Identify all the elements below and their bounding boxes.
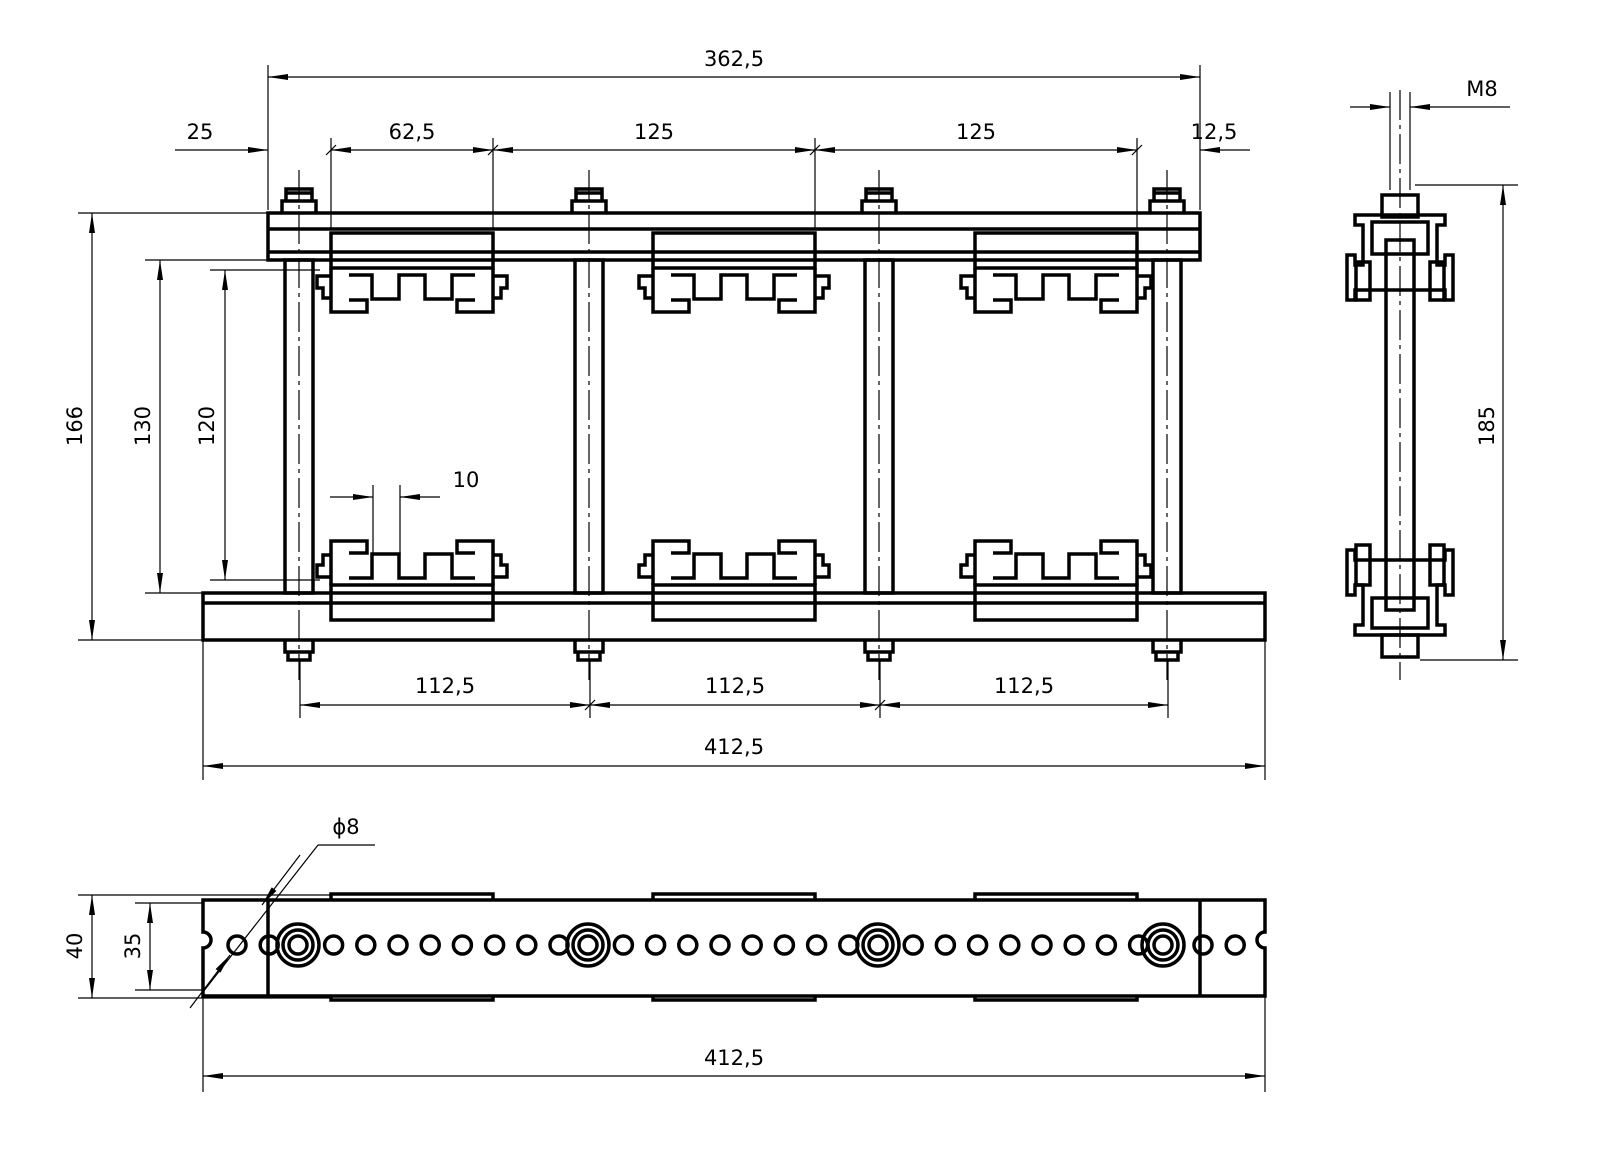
dim-width-inner: 35 — [121, 933, 145, 960]
mounting-hole — [387, 934, 409, 956]
bottom-rail — [201, 591, 1267, 642]
top-rail — [266, 211, 1202, 262]
dim-hole-diameter: ϕ8 — [332, 815, 359, 839]
mounting-hole — [451, 934, 474, 956]
dimensions: 362,5 25 62,5 125 125 12,5 166 130 120 1… — [63, 47, 1518, 1092]
mounting-hole — [612, 934, 635, 956]
mounting-hole — [1031, 934, 1053, 956]
mounting-hole — [483, 934, 506, 956]
mounting-hole — [355, 934, 377, 956]
dim-height-overall: 166 — [63, 406, 87, 446]
mounting-hole — [419, 934, 441, 956]
mounting-hole — [709, 934, 731, 956]
dim-clamp-gap: 120 — [195, 406, 219, 446]
dim-length: 412,5 — [704, 1046, 764, 1070]
mounting-hole — [1127, 934, 1150, 956]
clamp-outline-bottom — [651, 996, 817, 1002]
dim-rod-pitch-3: 112,5 — [994, 674, 1054, 698]
mounting-hole — [1063, 934, 1085, 956]
dim-right-offset: 12,5 — [1191, 120, 1238, 144]
dim-left-offset: 25 — [187, 120, 214, 144]
top-clamp — [315, 231, 509, 314]
mounting-hole — [966, 934, 989, 956]
top-clamp — [637, 231, 831, 314]
bottom-plate — [201, 898, 1267, 998]
front-view — [201, 170, 1267, 680]
clamp-outline-bottom — [329, 996, 495, 1002]
top-clamp — [959, 231, 1153, 314]
top-nut — [280, 187, 318, 213]
bolt-head — [1140, 922, 1186, 968]
dim-overall-bottom: 412,5 — [704, 735, 764, 759]
mounting-hole — [1095, 934, 1118, 956]
top-nut — [860, 187, 898, 213]
clamp-outline-top — [329, 892, 495, 900]
side-view — [1345, 90, 1455, 680]
mounting-hole — [773, 934, 796, 956]
dim-rail-gap: 130 — [131, 406, 155, 446]
bolt-head — [275, 922, 321, 968]
mounting-hole — [838, 934, 860, 956]
bolt-head — [855, 922, 901, 968]
clamp-outline-top — [651, 892, 817, 900]
dim-clamp-pitch-2: 125 — [956, 120, 996, 144]
mounting-hole — [322, 934, 345, 956]
mounting-hole — [934, 934, 957, 956]
side-top-clamp — [1345, 193, 1455, 302]
dim-overall-top: 362,5 — [704, 47, 764, 71]
dim-rod-pitch-1: 112,5 — [415, 674, 475, 698]
mounting-hole — [1192, 934, 1214, 956]
bottom-nut — [573, 640, 605, 662]
bolt-head — [565, 922, 611, 968]
dim-thread: M8 — [1466, 77, 1497, 101]
mounting-hole — [805, 934, 828, 956]
bottom-nut — [283, 640, 315, 662]
clamp-outline-top — [973, 892, 1139, 900]
mounting-hole — [999, 934, 1021, 956]
clamp-outline-bottom — [973, 996, 1139, 1002]
mounting-hole — [1224, 934, 1246, 956]
bottom-clamp — [959, 539, 1153, 622]
bottom-clamp — [315, 539, 509, 622]
side-bottom-clamp — [1345, 543, 1455, 659]
bottom-nut — [863, 640, 895, 662]
dim-side-height: 185 — [1475, 406, 1499, 446]
mounting-hole — [902, 934, 924, 956]
dim-clamp-pitch-1: 125 — [634, 120, 674, 144]
dim-slot-width: 10 — [453, 468, 480, 492]
bottom-nut — [1151, 640, 1183, 662]
top-nut — [570, 187, 608, 213]
mounting-hole — [677, 934, 699, 956]
bottom-clamp — [637, 539, 831, 622]
top-nut — [1148, 187, 1186, 213]
dim-width-outer: 40 — [63, 933, 87, 960]
bottom-view — [201, 892, 1267, 1002]
mounting-hole — [644, 934, 667, 956]
mounting-hole — [741, 934, 763, 956]
dim-rod-pitch-2: 112,5 — [705, 674, 765, 698]
mounting-hole — [516, 934, 538, 956]
dim-first-clamp: 62,5 — [389, 120, 436, 144]
mounting-hole — [226, 934, 248, 956]
